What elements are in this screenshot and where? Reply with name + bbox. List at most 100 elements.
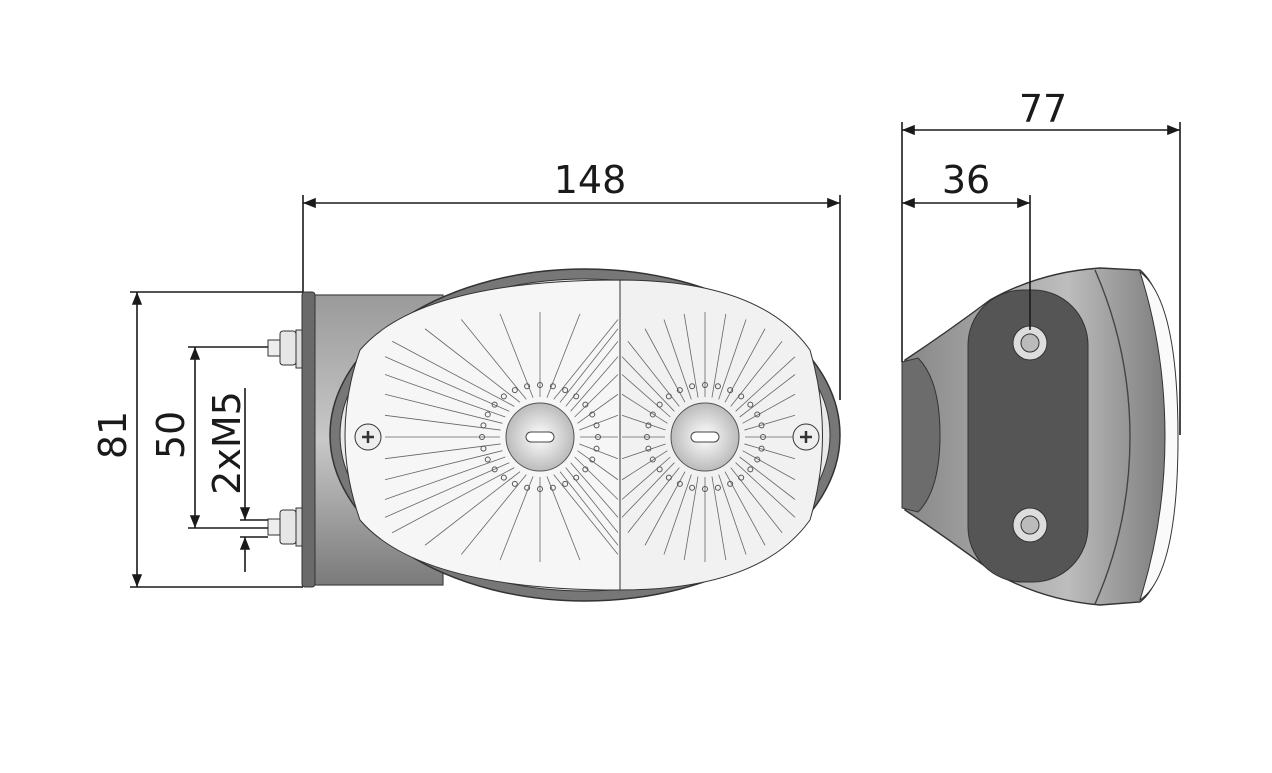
- lens-spoke: [384, 356, 510, 412]
- lens-spoke: [461, 474, 527, 555]
- lens-dot: [758, 445, 765, 452]
- lens-spoke: [621, 393, 668, 424]
- lens-dot: [727, 387, 734, 394]
- lens-spoke: [735, 462, 796, 518]
- lens-dot: [665, 474, 672, 481]
- lens-dot: [644, 434, 650, 440]
- lens-dot: [480, 445, 487, 452]
- lens-spoke: [384, 443, 501, 460]
- lens-spoke: [570, 462, 619, 518]
- bulb-left-filament: [525, 431, 555, 443]
- lens-dot: [649, 411, 656, 418]
- lens-spoke: [574, 374, 619, 418]
- lens-spoke: [663, 474, 692, 555]
- bolt-bottom: [267, 507, 303, 547]
- lens-spoke: [744, 443, 796, 460]
- lens-spoke: [424, 471, 521, 546]
- lens-spoke: [384, 393, 503, 424]
- lens-dot: [714, 484, 721, 491]
- lens-dot: [549, 484, 556, 491]
- lens-spoke: [384, 414, 501, 431]
- lens-spoke: [384, 456, 506, 500]
- lens-spoke: [739, 456, 796, 500]
- lens-dot: [524, 484, 531, 491]
- lens-dot: [582, 466, 589, 473]
- lens-dot: [656, 401, 663, 408]
- lens-dot: [738, 474, 745, 481]
- lens-spoke: [711, 476, 727, 561]
- lens-dot: [727, 480, 734, 487]
- lens-spoke: [559, 471, 619, 546]
- lens-dot: [676, 387, 683, 394]
- lens-spoke: [724, 471, 766, 546]
- lens-dot: [484, 456, 491, 463]
- bulb-right-filament: [690, 431, 720, 443]
- lens-spoke: [730, 340, 783, 407]
- lens-spoke: [724, 328, 766, 403]
- lens-spoke: [559, 328, 619, 403]
- dim-81-label: 81: [91, 411, 135, 459]
- lens-dot: [649, 456, 656, 463]
- lens-dot: [645, 445, 652, 452]
- lens-dot: [573, 393, 580, 400]
- lens-spoke: [644, 328, 686, 403]
- lens-spoke: [730, 467, 783, 534]
- lens-dot: [480, 422, 487, 429]
- side-lens: [1139, 270, 1179, 602]
- lens-dot: [573, 474, 580, 481]
- dim-36-label: 36: [942, 158, 990, 202]
- lens-dot: [582, 401, 589, 408]
- lens-dot: [714, 383, 721, 390]
- front-view: [267, 268, 841, 602]
- lens-spoke: [384, 374, 506, 418]
- lens-spoke: [621, 450, 668, 481]
- lens-dot: [747, 401, 754, 408]
- side-view: [901, 267, 1179, 606]
- lens-spoke: [577, 393, 619, 424]
- lens-dot: [760, 434, 766, 440]
- lens-spoke: [391, 340, 515, 407]
- side-nut-bottom-icon: [1012, 507, 1048, 543]
- lens-dot: [747, 466, 754, 473]
- lens-dot: [491, 401, 498, 408]
- lens-dot: [758, 422, 765, 429]
- lens-spoke: [621, 374, 671, 418]
- lens-spoke: [579, 414, 619, 431]
- lens-spoke: [621, 462, 675, 518]
- lens-pattern-right: [621, 312, 796, 562]
- lens-dot: [537, 486, 543, 492]
- lens-spoke: [553, 474, 619, 555]
- lens-dot: [656, 466, 663, 473]
- lens-dot: [593, 445, 600, 452]
- lens-spoke: [579, 443, 619, 460]
- lens-dot: [537, 382, 543, 388]
- lens-spoke: [621, 356, 675, 412]
- lens-dot: [689, 484, 696, 491]
- dim-148-label: 148: [554, 158, 627, 202]
- lens-dot: [702, 382, 708, 388]
- lens-dot: [689, 383, 696, 390]
- lens-spoke: [384, 450, 503, 481]
- lens-dot: [702, 486, 708, 492]
- lens-spoke: [621, 456, 671, 500]
- lens-dot: [754, 411, 761, 418]
- lens-spoke: [424, 328, 521, 403]
- lens-spoke: [744, 414, 796, 431]
- lens-dot: [511, 387, 518, 394]
- lens-dot: [738, 393, 745, 400]
- lens-dot: [549, 383, 556, 390]
- lens-spoke: [683, 476, 699, 561]
- lens-spoke: [742, 393, 796, 424]
- lens-spoke: [577, 450, 619, 481]
- lens-dot: [676, 480, 683, 487]
- side-bezel: [1094, 269, 1131, 605]
- lens-spoke: [384, 462, 510, 518]
- side-mounting-plate: [967, 289, 1089, 583]
- side-nut-top-icon: [1012, 325, 1048, 361]
- lens-spoke: [718, 474, 747, 555]
- dim-77-label: 77: [1019, 87, 1067, 131]
- lens-spoke: [735, 356, 796, 412]
- lens-dot: [589, 411, 596, 418]
- lens-spoke: [644, 471, 686, 546]
